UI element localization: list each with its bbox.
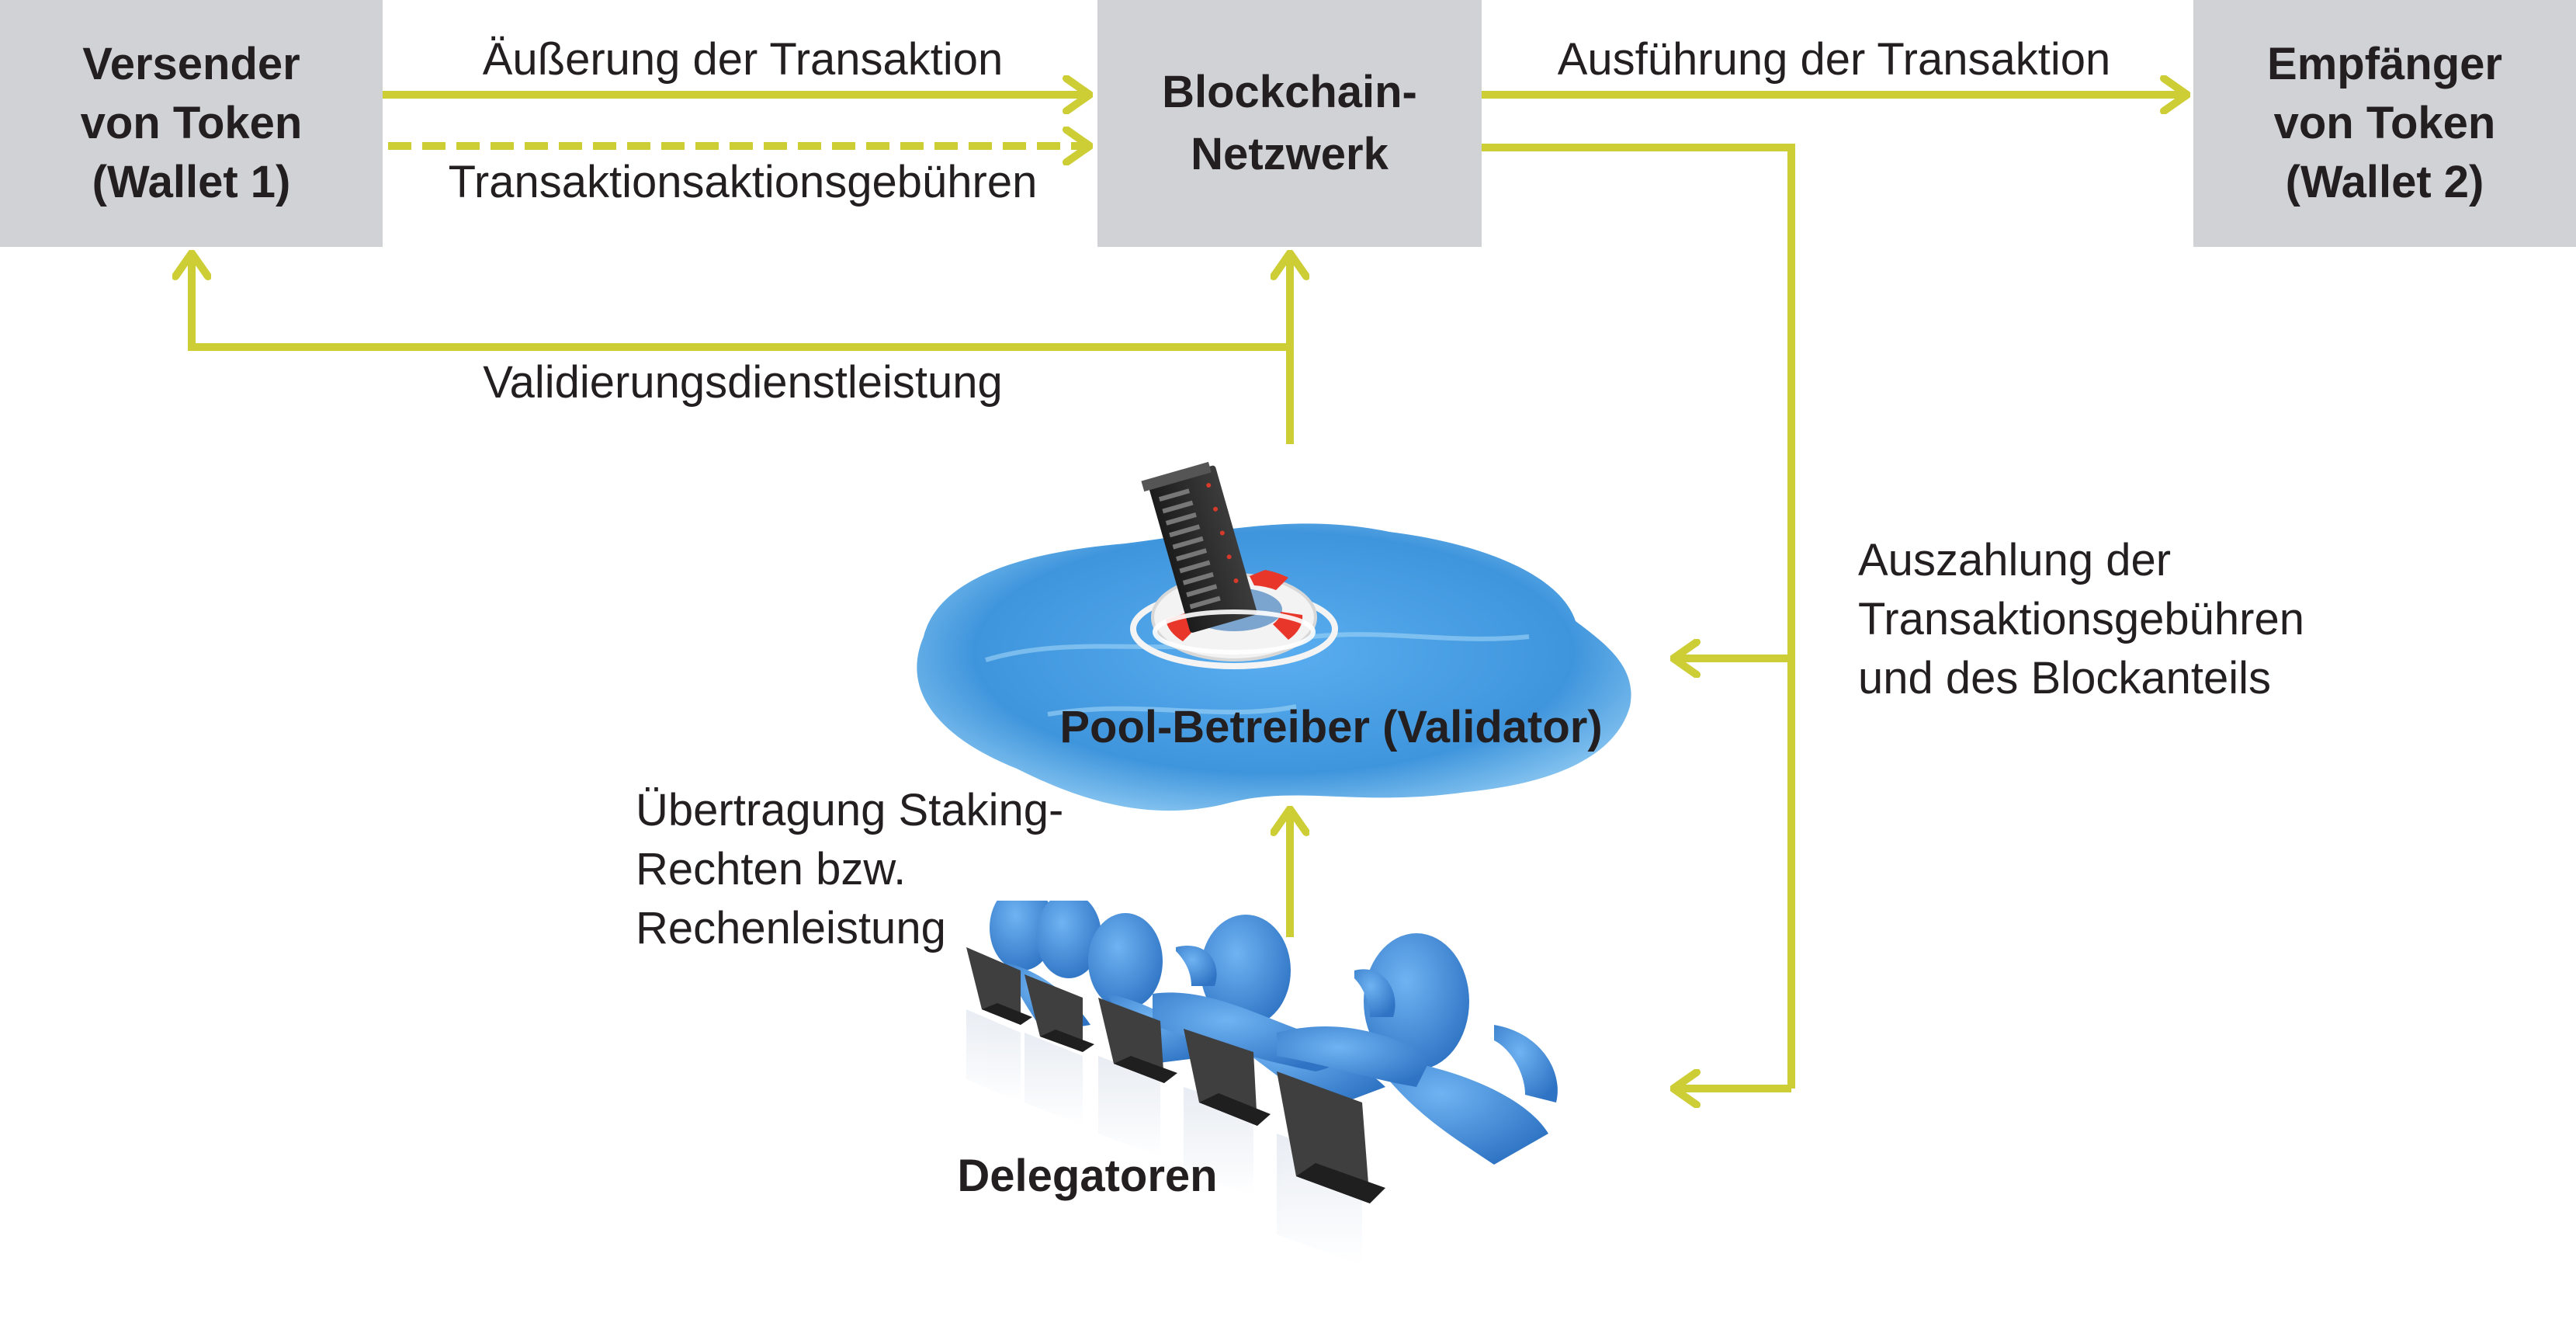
- people-with-laptops-icon: [966, 901, 1558, 1266]
- edge-payout-trunk: [1482, 144, 1795, 1089]
- sender-line-1: Versender: [82, 39, 300, 89]
- receiver-wallet-box: Empfänger von Token (Wallet 2): [2193, 0, 2576, 247]
- network-line-1: Blockchain-: [1162, 67, 1417, 117]
- sender-line-2: von Token: [80, 98, 303, 148]
- pool-operator-label: Pool-Betreiber (Validator): [1059, 702, 1603, 752]
- edge-execution-label: Ausführung der Transaktion: [1557, 34, 2111, 85]
- sender-wallet-box: Versender von Token (Wallet 1): [0, 0, 383, 247]
- staking-line-3: Rechenleistung: [636, 903, 946, 953]
- payout-line-2: Transaktionsgebühren: [1858, 594, 2304, 644]
- server-in-lifebuoy-icon: [1130, 461, 1338, 669]
- edge-payout-label: Auszahlung der Transaktionsgebühren und …: [1858, 531, 2304, 708]
- edge-validation-label: Validierungsdienstleistung: [483, 357, 1003, 408]
- delegators-illustration: [966, 901, 1558, 1266]
- receiver-line-1: Empfänger: [2267, 39, 2502, 89]
- pool-illustration: [917, 461, 1631, 811]
- edge-staking-label: Übertragung Staking- Rechten bzw. Rechen…: [636, 781, 1063, 958]
- staking-line-1: Übertragung Staking-: [636, 785, 1064, 835]
- edge-validation-to-sender-arrow: [192, 253, 1290, 351]
- edge-fees-label: Transaktionsaktionsgebühren: [448, 157, 1038, 207]
- edge-utterance-label: Äußerung der Transaktion: [482, 34, 1004, 85]
- payout-line-3: und des Blockanteils: [1858, 653, 2271, 703]
- staking-line-2: Rechten bzw.: [636, 844, 907, 894]
- delegators-label: Delegatoren: [957, 1151, 1218, 1201]
- receiver-line-3: (Wallet 2): [2285, 157, 2484, 207]
- water-pool-icon: [917, 523, 1631, 811]
- network-line-2: Netzwerk: [1191, 129, 1389, 179]
- receiver-line-2: von Token: [2273, 98, 2496, 148]
- sender-line-3: (Wallet 1): [92, 157, 291, 207]
- payout-line-1: Auszahlung der: [1858, 535, 2172, 585]
- blockchain-network-box: Blockchain- Netzwerk: [1097, 0, 1482, 247]
